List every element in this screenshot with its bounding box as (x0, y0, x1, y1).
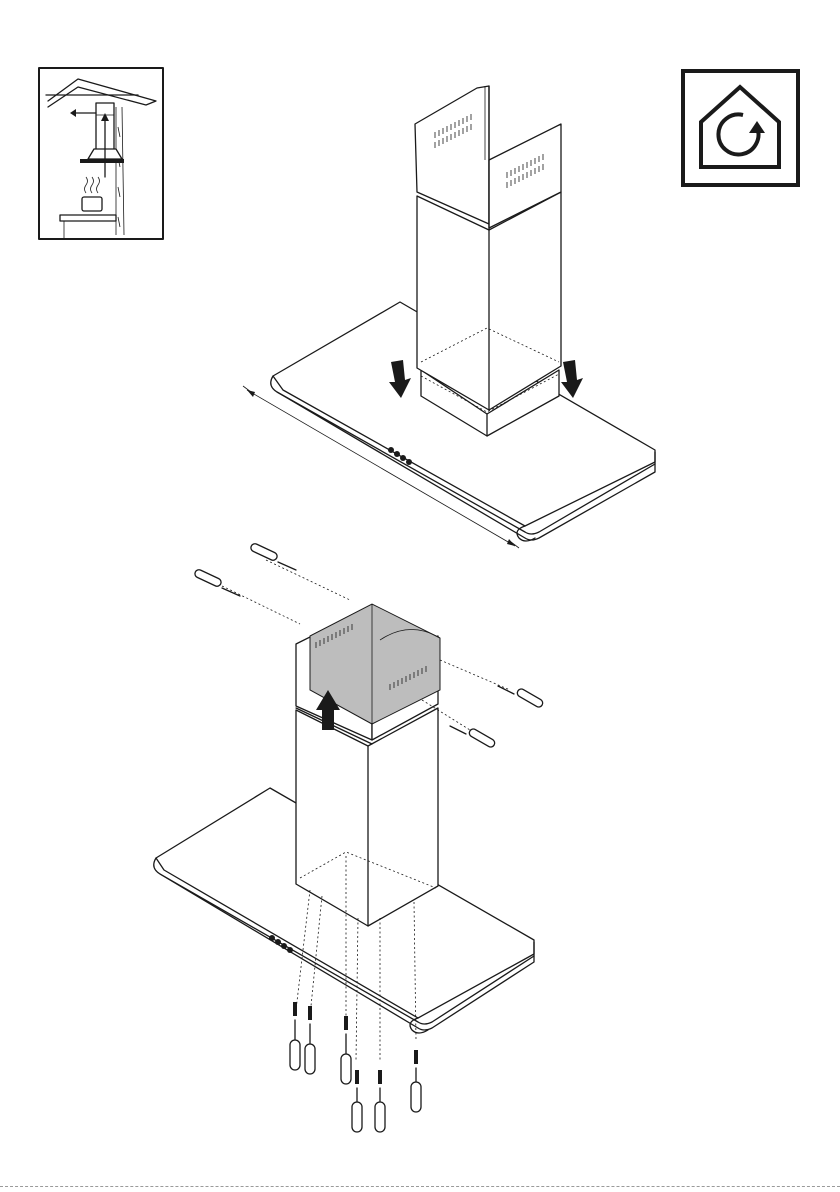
screwdriver-icon (194, 568, 240, 596)
page-bottom-rule (0, 1186, 840, 1187)
screwdriver-icon (341, 1034, 351, 1084)
chimney-fixing-diagram (150, 540, 570, 1150)
screwdriver-icon (305, 1024, 315, 1074)
screwdriver-icon (498, 686, 544, 708)
screwdriver-icon (352, 1088, 362, 1132)
screwdriver-icon (290, 1020, 300, 1070)
screwdriver-icon (250, 542, 296, 570)
chimney-placement-diagram (225, 80, 665, 550)
screwdriver-icon (375, 1088, 385, 1132)
arrow-down-icon (561, 360, 583, 398)
installation-overview-illustration (38, 67, 164, 240)
house-recirculation-icon (681, 69, 800, 187)
screwdriver-icon (450, 726, 496, 748)
screwdriver-icon (411, 1068, 421, 1112)
